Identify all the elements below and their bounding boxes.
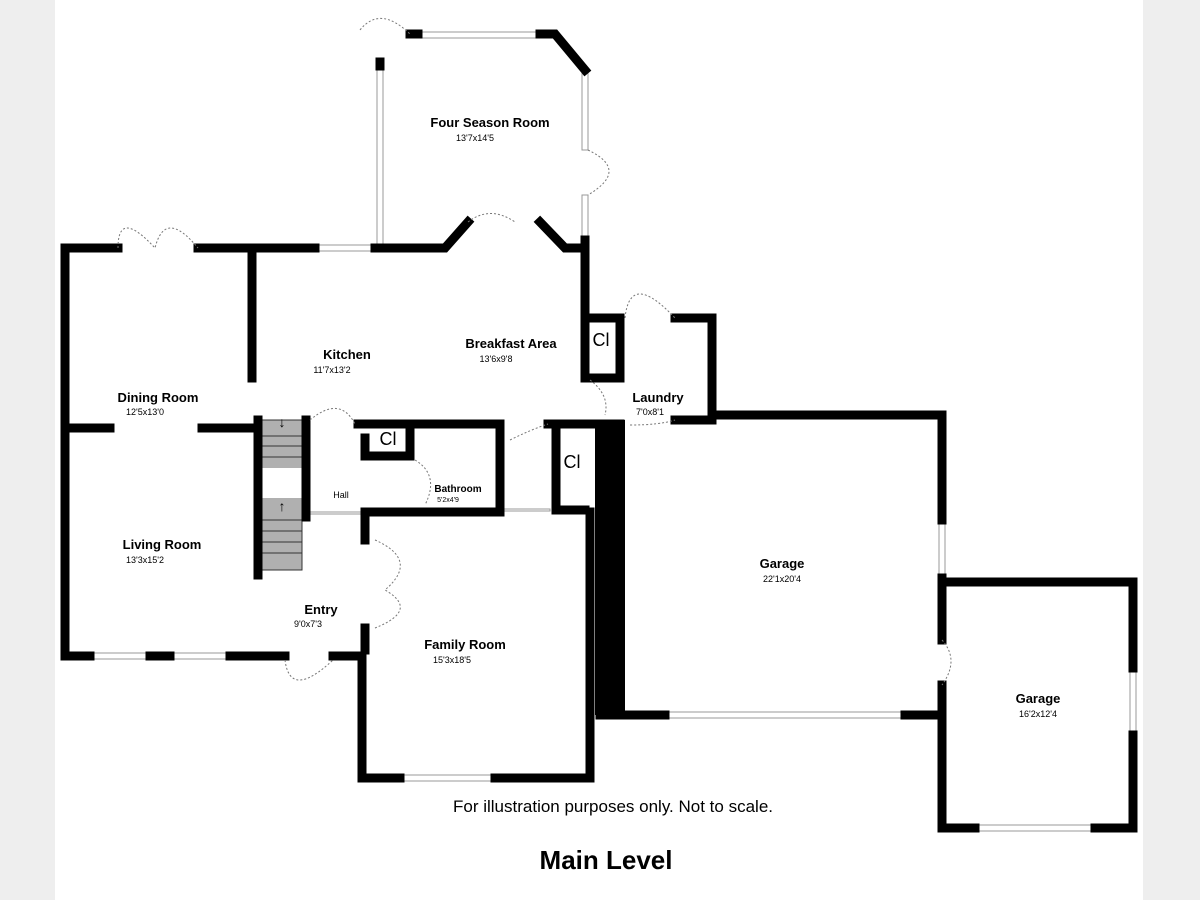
room-dim-dining: 12'5x13'0 [126,407,164,417]
room-label-breakfast: Breakfast Area [465,336,557,351]
level-title: Main Level [539,845,673,875]
room-dim-living: 13'3x15'2 [126,555,164,565]
room-label-kitchen: Kitchen [323,347,371,362]
room-dim-entry: 9'0x7'3 [294,619,322,629]
walls [60,29,1138,833]
doors [117,17,952,686]
room-dim-breakfast: 13'6x9'8 [479,354,513,364]
room-dim-kitchen: 11'7x13'2 [313,365,351,375]
room-dim-four-season: 13'7x14'5 [456,133,494,143]
room-label-living: Living Room [122,537,202,552]
stairs-up-arrow-icon: ↑ [278,498,286,514]
room-dim-garage-2: 16'2x12'4 [1019,709,1057,719]
room-label-garage-2: Garage [1015,691,1061,706]
room-dim-laundry: 7'0x8'1 [636,407,664,417]
closet-label: Cl [379,429,397,449]
windows [89,31,1137,832]
room-label-four-season: Four Season Room [430,115,550,130]
room-dim-garage-1: 22'1x20'4 [763,574,801,584]
closet-label: Cl [592,330,610,350]
room-label-hall: Hall [333,490,349,500]
disclaimer-text: For illustration purposes only. Not to s… [453,797,773,816]
room-label-laundry: Laundry [632,390,684,405]
closet-label: Cl [563,452,581,472]
room-label-entry: Entry [304,602,338,617]
staircase [261,419,303,571]
room-label-dining: Dining Room [117,390,199,405]
room-label-garage-1: Garage [759,556,805,571]
room-dim-family: 15'3x18'5 [433,655,471,665]
room-dim-bathroom: 5'2x4'9 [437,497,459,504]
stairs-down-arrow-icon: ↓ [278,414,286,430]
room-label-family: Family Room [424,637,506,652]
room-label-bathroom: Bathroom [434,484,482,495]
